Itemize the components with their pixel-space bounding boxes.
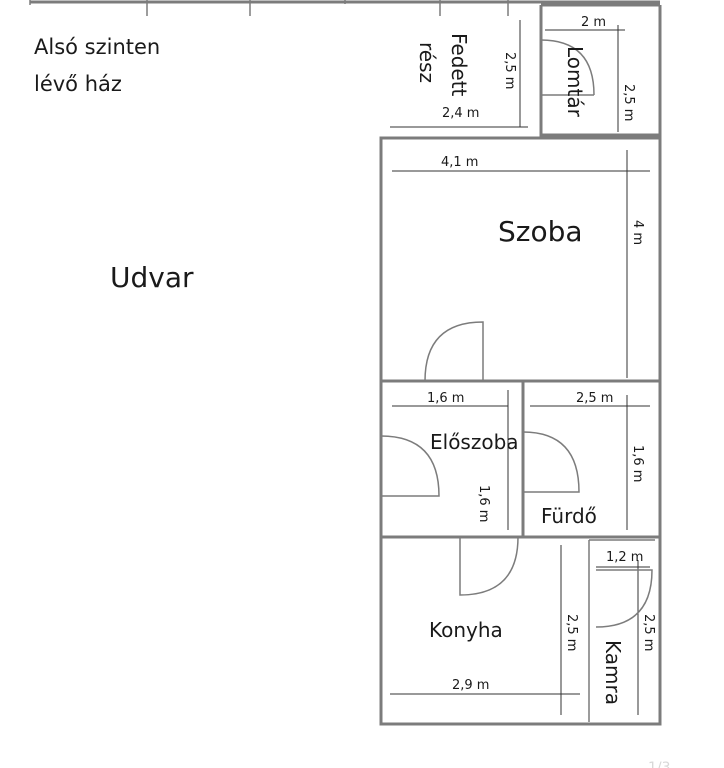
covered-height-dim: 2,5 m bbox=[502, 52, 517, 89]
bath-height-dim: 1,6 m bbox=[630, 445, 645, 482]
bedroom-label: Szoba bbox=[498, 215, 583, 248]
kitchen-label: Konyha bbox=[429, 618, 503, 642]
bath-label: Fürdő bbox=[541, 504, 597, 528]
pantry-height-dim: 2,5 m bbox=[641, 614, 656, 651]
hall-label: Előszoba bbox=[430, 430, 519, 454]
covered-area-label-2: rész bbox=[415, 42, 439, 83]
bath-width-dim: 2,5 m bbox=[576, 391, 613, 406]
title-line-2: lévő ház bbox=[34, 72, 122, 96]
hall-height-dim: 1,6 m bbox=[476, 485, 491, 522]
storage-width-dim: 2 m bbox=[581, 15, 606, 30]
covered-width-dim: 2,4 m bbox=[442, 106, 479, 121]
page-indicator: 1/3 bbox=[648, 760, 671, 768]
top-wall bbox=[29, 0, 660, 16]
courtyard-label: Udvar bbox=[110, 261, 194, 294]
storage-height-dim: 2,5 m bbox=[621, 84, 636, 121]
hall-width-dim: 1,6 m bbox=[427, 391, 464, 406]
bedroom-height-dim: 4 m bbox=[630, 220, 645, 245]
title-line-1: Alsó szinten bbox=[34, 35, 160, 59]
kitchen-width-dim: 2,9 m bbox=[452, 678, 489, 693]
kitchen-pantry: 2,9 m 2,5 m Konyha 1,2 m 2,5 m Kamra bbox=[379, 535, 662, 726]
bedroom: 4,1 m 4 m Szoba bbox=[379, 136, 662, 383]
storage-room: 2 m 2,5 m Lomtár bbox=[539, 3, 662, 137]
pantry-label: Kamra bbox=[601, 640, 625, 705]
kitchen-height-dim: 2,5 m bbox=[564, 614, 579, 651]
covered-area: Fedett rész 2,5 m 2,4 m bbox=[390, 20, 528, 128]
bedroom-width-dim: 4,1 m bbox=[441, 155, 478, 170]
hall-bath-band: 1,6 m 1,6 m Előszoba 2,5 m 1,6 m Fürdő bbox=[379, 379, 662, 539]
storage-room-label: Lomtár bbox=[563, 46, 587, 118]
covered-area-label-1: Fedett bbox=[447, 33, 471, 97]
pantry-width-dim: 1,2 m bbox=[606, 550, 643, 565]
